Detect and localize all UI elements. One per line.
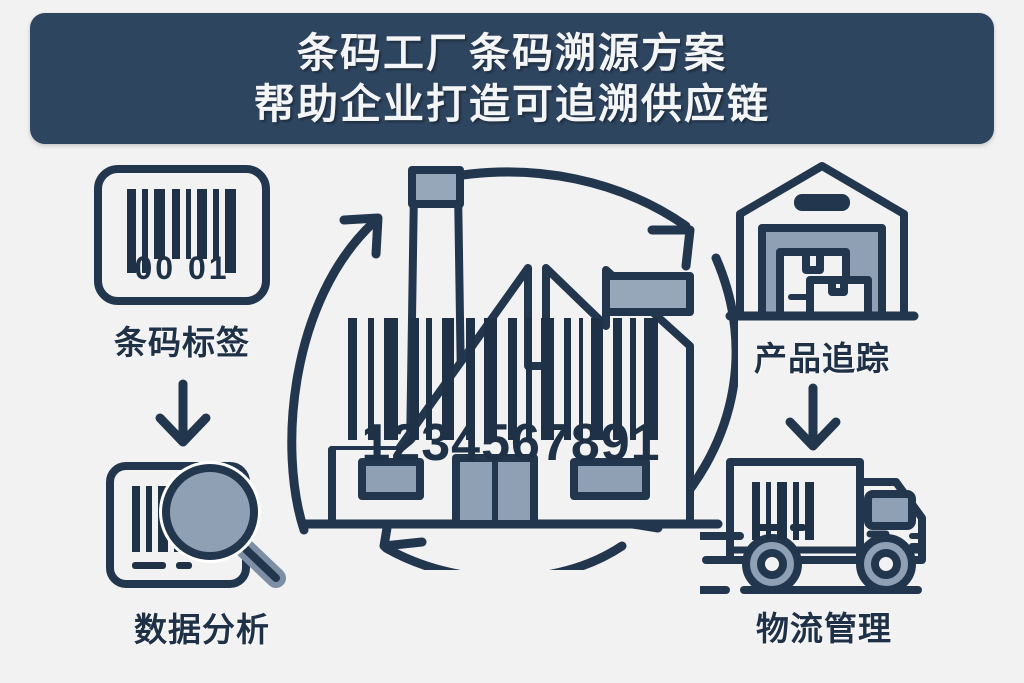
truck-barcode [752,482,814,540]
node-label-logistics: 物流管理 [756,610,892,647]
barcode-label-icon: 00 01 [94,165,270,305]
factory-icon: 1234567891 [299,166,723,529]
node-product-tracking: 产品追踪 [722,158,922,380]
delivery-truck-icon [700,458,926,594]
node-label-barcode: 条码标签 [114,324,250,361]
node-barcode-label: 00 01 条码标签 [92,163,272,364]
barcode-label-number: 00 01 [134,250,229,286]
title-banner: 条码工厂条码溯源方案 帮助企业打造可追溯供应链 [30,13,994,144]
warehouse-icon [725,162,919,321]
arrow-down-icon [785,383,841,451]
title-line-1: 条码工厂条码溯源方案 [297,29,727,76]
node-logistics: 物流管理 [700,448,948,650]
title-line-2: 帮助企业打造可追溯供应链 [254,80,770,127]
node-label-product-tracking: 产品追踪 [754,340,890,377]
node-label-data-analysis: 数据分析 [134,611,270,648]
arrow-down-icon [155,379,211,447]
node-data-analysis: 数据分析 [104,450,300,651]
magnifier-barcode-icon [106,461,286,588]
factory-barcode-number: 1234567891 [361,414,660,472]
factory-barcode [348,318,658,440]
